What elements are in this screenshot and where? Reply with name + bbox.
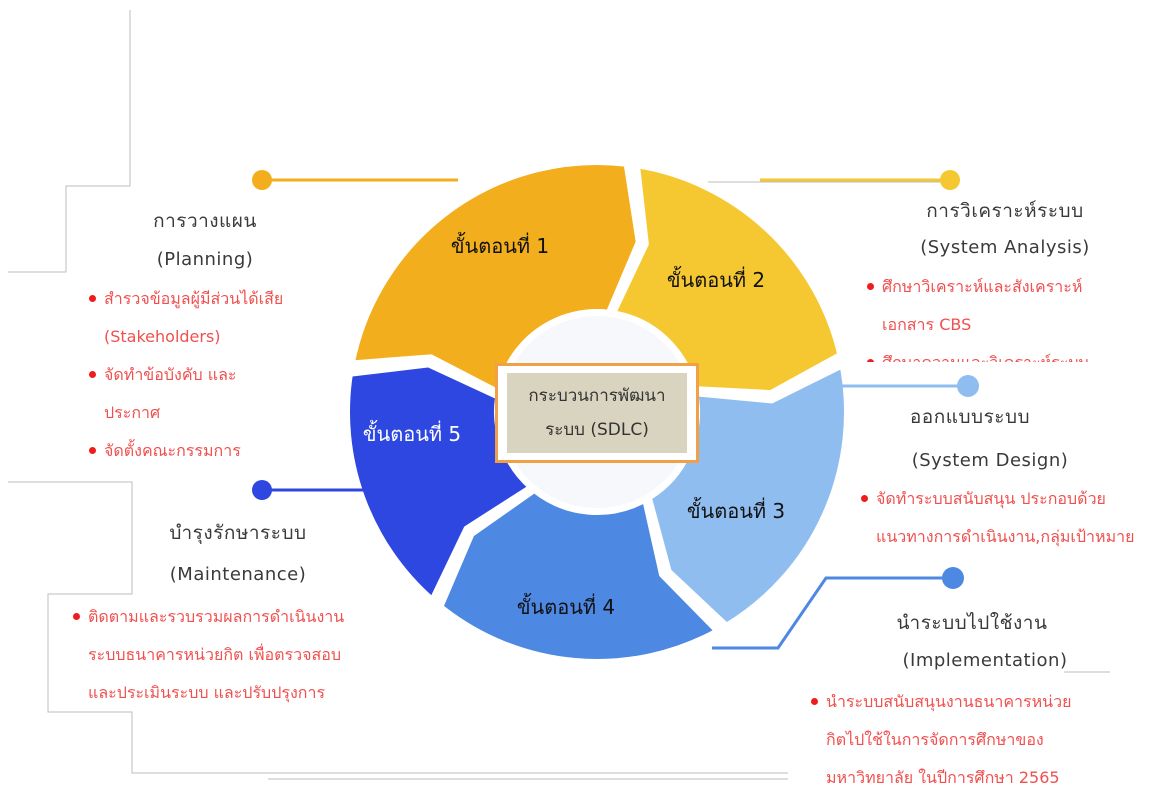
frame-lines	[8, 10, 1110, 780]
center-title-line1: กระบวนการพัฒนา	[528, 386, 666, 406]
analysis-subtitle: (System Analysis)	[920, 237, 1090, 258]
center-title-line2: ระบบ (SDLC)	[545, 420, 649, 440]
analysis-bullets-clip: ศึกษาวิเคราะห์และสังเคราะห์ เอกสาร CBS ศ…	[866, 268, 1136, 362]
planning-bullet-3-line1: จัดตั้งคณะกรรมการ	[104, 441, 241, 460]
ring-segment-2	[609, 162, 844, 397]
planning-bullet-2-line1: จัดทำข้อบังคับ และ	[104, 365, 237, 384]
design-bullets: จัดทำระบบสนับสนุน ประกอบด้วย แนวทางการดำ…	[860, 480, 1166, 556]
design-subtitle: (System Design)	[911, 450, 1069, 471]
dot-analysis	[940, 170, 960, 190]
planning-bullet-3: จัดตั้งคณะกรรมการ	[88, 432, 328, 470]
ring-segment-4	[437, 486, 721, 665]
design-bullet-1-line2: แนวทางการดำเนินงาน,กลุ่มเป้าหมาย	[876, 527, 1135, 546]
segment-label-2: ขั้นตอนที่ 2	[667, 266, 765, 292]
dot-maintenance	[252, 480, 272, 500]
maintenance-bullet-1: ติดตามและรวบรวมผลการดำเนินงาน ระบบธนาคาร…	[72, 598, 402, 712]
maintenance-bullets: ติดตามและรวบรวมผลการดำเนินงาน ระบบธนาคาร…	[72, 598, 402, 712]
connectors	[262, 178, 966, 650]
planning-title: การวางแผน	[153, 210, 257, 232]
dot-planning	[252, 170, 272, 190]
dot-design	[957, 375, 979, 397]
analysis-bullets: ศึกษาวิเคราะห์และสังเคราะห์ เอกสาร CBS ศ…	[866, 268, 1136, 362]
design-bullet-1-line1: จัดทำระบบสนับสนุน ประกอบด้วย	[876, 489, 1106, 508]
analysis-bullet-1-line2: เอกสาร CBS	[882, 315, 972, 334]
maintenance-bullet-1-line1: ติดตามและรวบรวมผลการดำเนินงาน	[88, 607, 345, 626]
planning-bullet-1-line1: สำรวจข้อมูลผู้มีส่วนได้เสีย	[104, 289, 284, 308]
segment-label-4: ขั้นตอนที่ 4	[517, 593, 615, 619]
maintenance-subtitle: (Maintenance)	[169, 564, 307, 585]
planning-bullets: สำรวจข้อมูลผู้มีส่วนได้เสีย (Stakeholder…	[88, 280, 328, 470]
center-title: กระบวนการพัฒนา ระบบ (SDLC)	[507, 373, 687, 453]
implementation-bullet-1-line3: มหาวิทยาลัย ในปีการศึกษา 2565	[826, 768, 1060, 787]
segment-label-1: ขั้นตอนที่ 1	[451, 232, 549, 258]
implementation-bullet-1-line1: นำระบบสนับสนุนงานธนาคารหน่วย	[826, 692, 1072, 711]
implementation-bullet-1: นำระบบสนับสนุนงานธนาคารหน่วย กิตไปใช้ในก…	[810, 683, 1140, 797]
implementation-bullets: นำระบบสนับสนุนงานธนาคารหน่วย กิตไปใช้ในก…	[810, 683, 1140, 797]
design-title: ออกแบบระบบ	[909, 406, 1031, 428]
maintenance-bullet-1-line3: และประเมินระบบ และปรับปรุงการ	[88, 683, 326, 702]
analysis-title: การวิเคราะห์ระบบ	[926, 200, 1084, 222]
segment-label-5: ขั้นตอนที่ 5	[363, 420, 461, 446]
center-box: กระบวนการพัฒนา ระบบ (SDLC)	[495, 363, 699, 463]
analysis-bullet-1-line1: ศึกษาวิเคราะห์และสังเคราะห์	[882, 277, 1083, 296]
analysis-bullet-1: ศึกษาวิเคราะห์และสังเคราะห์ เอกสาร CBS	[866, 268, 1136, 344]
connector-dots	[252, 170, 979, 589]
planning-bullet-1: สำรวจข้อมูลผู้มีส่วนได้เสีย (Stakeholder…	[88, 280, 328, 356]
planning-subtitle: (Planning)	[156, 249, 254, 270]
segment-label-3: ขั้นตอนที่ 3	[687, 497, 785, 523]
dot-implementation	[942, 567, 964, 589]
design-bullet-1: จัดทำระบบสนับสนุน ประกอบด้วย แนวทางการดำ…	[860, 480, 1166, 556]
connector-implementation	[712, 576, 952, 650]
maintenance-bullet-1-line2: ระบบธนาคารหน่วยกิต เพื่อตรวจสอบ	[88, 645, 341, 664]
implementation-subtitle: (Implementation)	[902, 650, 1068, 671]
maintenance-title: บำรุงรักษาระบบ	[169, 522, 307, 544]
ring-segment-5	[344, 361, 535, 604]
planning-bullet-1-line2: (Stakeholders)	[104, 327, 221, 346]
implementation-title: นำระบบไปใช้งาน	[896, 612, 1048, 634]
analysis-bullet-2: ศึกษาความและวิเคราะห์ระบบ	[866, 344, 1136, 362]
planning-bullet-2-line2: ประกาศ	[104, 403, 161, 422]
planning-bullet-2: จัดทำข้อบังคับ และ ประกาศ	[88, 356, 328, 432]
analysis-bullet-2-line1: ศึกษาความและวิเคราะห์ระบบ	[882, 353, 1089, 362]
implementation-bullet-1-line2: กิตไปใช้ในการจัดการศึกษาของ	[826, 730, 1044, 749]
ring-segment-1	[348, 159, 642, 396]
